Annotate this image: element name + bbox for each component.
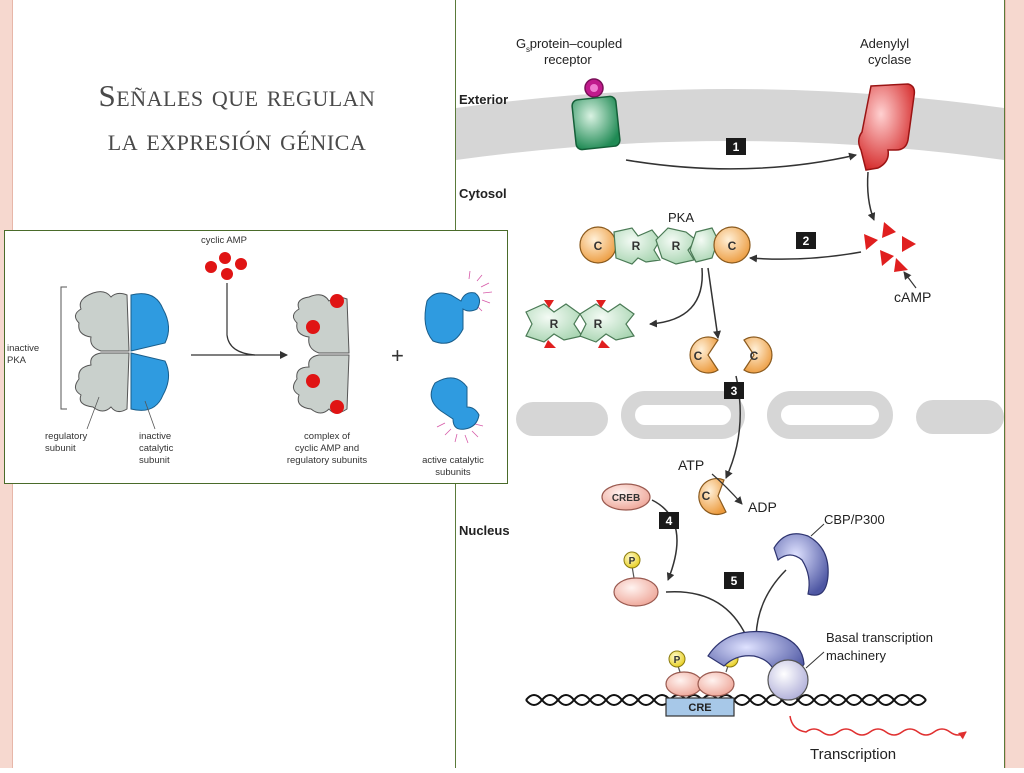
pka-r-right-letter: R	[672, 239, 681, 253]
arrow-atp-to-adp	[711, 473, 743, 505]
arrow-creb-phosphorylation	[651, 499, 678, 581]
camp-regulatory-complex	[293, 294, 350, 414]
step-2-badge	[796, 232, 816, 249]
regulatory-pointer	[86, 396, 100, 430]
camp-pathway-figure: Exterior Cytosol Nucleus G protein–coupl…	[455, 0, 1005, 768]
creb-dimer-p-left-letter: P	[674, 655, 681, 666]
active-catalytic-subunits	[424, 270, 493, 444]
camp-pathway-svg: Exterior Cytosol Nucleus G protein–coupl…	[456, 36, 1004, 763]
step-4-number: 4	[666, 514, 673, 528]
nucleus-label: Nucleus	[459, 523, 510, 538]
regulatory-subunit-label-line-2: subunit	[45, 443, 76, 454]
gs-subscript: s	[526, 45, 530, 54]
pka-label: PKA	[668, 210, 694, 225]
inactive-pka-bracket	[60, 286, 67, 410]
nuclear-catalytic-subunit: C	[698, 477, 727, 516]
inactive-catalytic-label-line-2: catalytic	[139, 443, 174, 454]
cyclic-amp-molecules	[205, 252, 247, 280]
cre-label: CRE	[688, 702, 711, 714]
slide-title-line-1: Señales que regulan	[98, 78, 376, 113]
camp-label: cAMP	[894, 289, 931, 305]
adenylyl-label-line-1: Adenylyl	[860, 36, 909, 51]
phospho-creb: P	[613, 551, 659, 607]
step-2-number: 2	[803, 234, 810, 248]
slide-right-border	[1005, 0, 1024, 768]
cbp-p300-protein	[773, 533, 829, 596]
basal-label-line-1: Basal transcription	[826, 630, 933, 645]
basal-transcription-machinery	[767, 659, 809, 701]
camp-molecules	[864, 222, 916, 272]
plus-sign: +	[391, 343, 404, 368]
basal-pointer-line	[805, 651, 825, 669]
adp-label: ADP	[748, 499, 777, 515]
transcription-arrow	[789, 715, 967, 740]
creb-label: CREB	[612, 493, 640, 504]
pka-c-left-letter: C	[594, 239, 603, 253]
slide-title: Señales que regulan la expresión génica	[22, 74, 452, 162]
gs-receptor	[571, 78, 621, 151]
gs-receptor-label-line-2: receptor	[544, 52, 592, 67]
step-1-number: 1	[733, 140, 740, 154]
step-1-badge	[726, 138, 746, 155]
inactive-pka-label-line-1: inactive	[7, 343, 39, 354]
complex-label-line-2: cyclic AMP and	[295, 443, 359, 454]
gs-receptor-label-line-1: G protein–coupled	[516, 36, 622, 51]
nuclear-c-letter: C	[702, 489, 711, 503]
regulatory-dimer-with-camp: R R	[525, 300, 635, 348]
phospho-creb-p-letter: P	[629, 556, 636, 567]
cbp-pointer-line	[810, 523, 825, 537]
arrow-pka-to-r-dimer	[649, 267, 703, 328]
cbp-label: CBP/P300	[824, 512, 885, 527]
adenylyl-cyclase	[858, 83, 916, 171]
cyclic-amp-label: cyclic AMP	[201, 235, 247, 246]
exterior-label: Exterior	[459, 92, 508, 107]
r-dimer-right-letter: R	[594, 317, 603, 331]
active-catalytic-label-line-2: subunits	[435, 467, 471, 478]
inactive-pka-complex	[75, 291, 169, 413]
inactive-catalytic-label-line-1: inactive	[139, 431, 171, 442]
transcription-label: Transcription	[810, 746, 896, 763]
nuclear-membrane	[516, 391, 1004, 439]
step-5-number: 5	[731, 574, 738, 588]
adenylyl-label-line-2: cyclase	[868, 52, 911, 67]
catalytic-pointer	[144, 400, 156, 430]
basal-label-line-2: machinery	[826, 648, 886, 663]
step-4-badge	[659, 512, 679, 529]
free-catalytic-subunits: C C	[689, 336, 773, 374]
arrow-camp-binding	[226, 283, 256, 356]
camp-pointer-line	[903, 271, 917, 289]
pka-activation-figure: cyclic AMP inactive PKA	[4, 230, 508, 484]
pka-c-right-letter: C	[728, 239, 737, 253]
creb-protein: CREB	[601, 483, 651, 511]
regulatory-subunit-label-line-1: regulatory	[45, 431, 87, 442]
cytosol-label: Cytosol	[459, 186, 507, 201]
active-catalytic-label-line-1: active catalytic	[422, 455, 484, 466]
step-5-badge	[724, 572, 744, 589]
arrow-camp-to-pka	[749, 251, 862, 263]
slide-title-line-2: la expresión génica	[107, 122, 367, 157]
arrow-cbp-to-dna	[752, 569, 787, 641]
free-c-left-letter: C	[694, 349, 703, 363]
pka-holoenzyme: C R R C	[579, 226, 751, 265]
inactive-pka-label-line-2: PKA	[7, 355, 27, 366]
pka-r-left-letter: R	[632, 239, 641, 253]
step-3-number: 3	[731, 384, 738, 398]
pka-activation-svg: cyclic AMP inactive PKA	[7, 235, 493, 478]
complex-label-line-1: complex of	[304, 431, 350, 442]
cre-element	[665, 697, 735, 717]
inactive-catalytic-label-line-3: subunit	[139, 455, 170, 466]
free-c-right-letter: C	[750, 349, 759, 363]
step-3-badge	[724, 382, 744, 399]
arrow-pka-to-c-subunits	[707, 267, 721, 339]
atp-label: ATP	[678, 457, 704, 473]
r-dimer-left-letter: R	[550, 317, 559, 331]
arrow-cyclase-to-camp	[866, 171, 876, 221]
arrow-receptor-to-cyclase	[625, 152, 857, 170]
complex-label-line-3: regulatory subunits	[287, 455, 368, 466]
arrow-pcreb-to-dna	[665, 590, 749, 641]
